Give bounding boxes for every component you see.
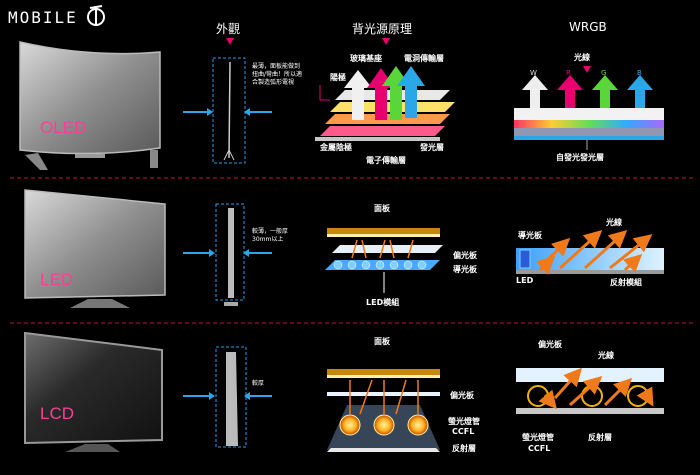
- oled-note: 最薄，面板能做到扭曲/彎曲！所以適合製造弧形電視: [252, 63, 303, 86]
- led-guide-label: 導光板: [453, 265, 477, 274]
- lcd-ccfl-label: 螢光燈管: [448, 417, 480, 426]
- lcd-tv-image: [24, 331, 163, 452]
- led-module-label: LED模組: [366, 298, 400, 307]
- led-side-reflect-label: 反射模組: [610, 278, 642, 287]
- header-wrgb: WRGB: [569, 20, 607, 34]
- lcd-note: 較厚: [252, 380, 265, 387]
- wrgb-g-label: G: [601, 69, 607, 77]
- led-note: 較薄，一般厚30mm以上: [252, 228, 289, 243]
- logo-text: MOBILE: [8, 8, 78, 27]
- lcd-side-light-label: 光線: [598, 351, 614, 360]
- wrgb-self-emissive-label: 自發光發光層: [556, 153, 604, 162]
- lcd-reflect-label: 反射層: [452, 444, 476, 453]
- led-side-led-label: LED: [516, 276, 534, 285]
- header-marker-icon: [583, 66, 591, 73]
- lcd-ccfl-en-label: CCFL: [452, 427, 475, 436]
- oled-cathode-label: 金屬陰極: [320, 143, 352, 152]
- lcd-side-ccfl-en-label: CCFL: [528, 444, 551, 453]
- lcd-panel-label: 面板: [374, 337, 390, 346]
- led-label: LED: [40, 270, 74, 289]
- logo-icon: [87, 5, 105, 26]
- led-tv-image: [24, 189, 166, 308]
- lcd-side-diagram: [516, 367, 664, 414]
- led-side-light-label: 光線: [606, 218, 622, 227]
- lcd-side-ccfl-label: 螢光燈管: [522, 433, 554, 442]
- oled-emissive-label: 發光層: [420, 143, 444, 152]
- led-principle-diagram: [325, 228, 443, 293]
- oled-electron-label: 電子傳輸層: [366, 156, 406, 165]
- oled-glass-label: 玻璃基座: [350, 54, 382, 63]
- lcd-principle-diagram: [327, 369, 440, 452]
- led-polarizer-label: 偏光板: [453, 251, 477, 260]
- wrgb-b-label: B: [637, 69, 642, 77]
- oled-label: OLED: [40, 118, 87, 137]
- lcd-polarizer-label: 偏光板: [450, 391, 474, 400]
- wrgb-light-label: 光線: [574, 53, 590, 62]
- header-principle: 背光源原理: [352, 22, 413, 36]
- header-exterior: 外觀: [216, 22, 241, 36]
- oled-wrgb-diagram: [514, 75, 664, 150]
- oled-anode-label: 陽極: [330, 73, 346, 82]
- lcd-side-reflect-label: 反射層: [588, 433, 612, 442]
- oled-principle-diagram: [315, 66, 455, 141]
- led-panel-label: 面板: [374, 204, 390, 213]
- oled-tv-image: [19, 41, 161, 170]
- oled-profile-diagram: [183, 57, 272, 164]
- led-profile-diagram: [183, 203, 272, 306]
- lcd-label: LCD: [40, 404, 75, 423]
- wrgb-r-label: R: [566, 69, 571, 77]
- led-side-diagram: [516, 229, 664, 275]
- header-marker-icon: [226, 38, 234, 45]
- oled-electron-hole-label: 電洞傳輸層: [404, 54, 444, 63]
- led-side-guide-label: 導光板: [518, 231, 542, 240]
- lcd-profile-diagram: [183, 346, 272, 448]
- lcd-side-polarizer-label: 偏光板: [538, 340, 562, 349]
- header-marker-icon: [382, 38, 390, 45]
- wrgb-w-label: W: [530, 69, 537, 77]
